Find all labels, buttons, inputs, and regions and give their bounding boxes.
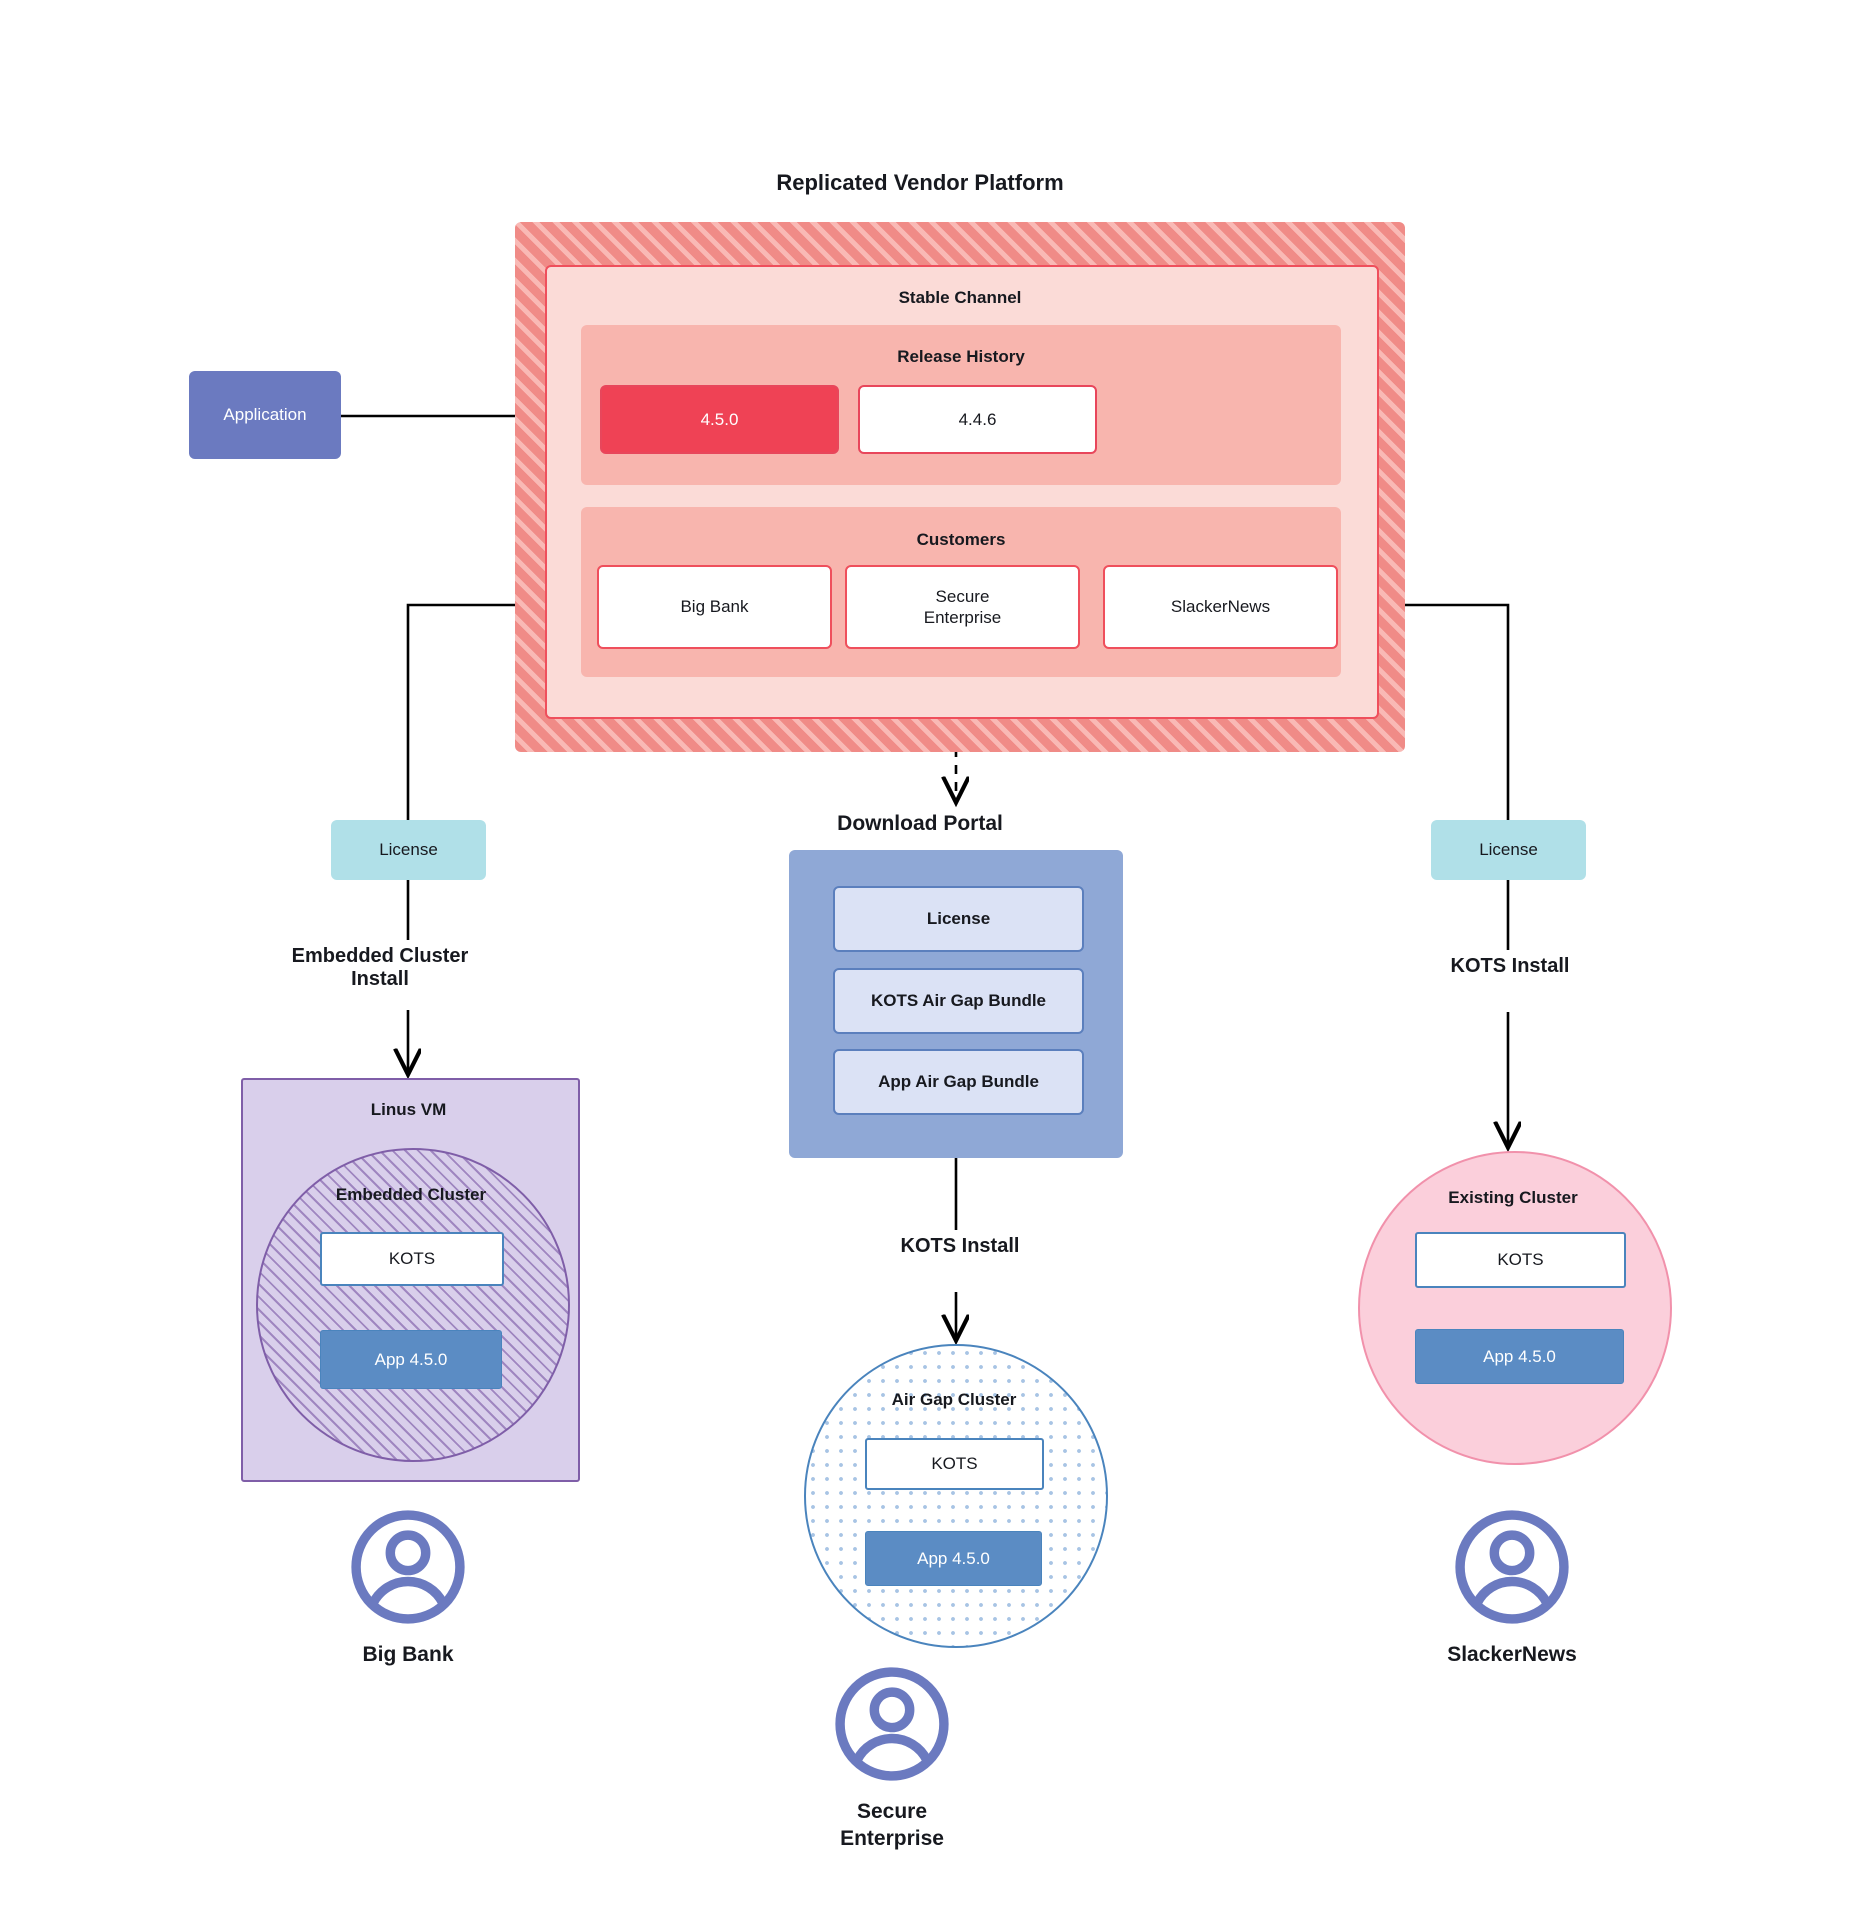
existing-cluster-kots-node[interactable]: KOTS [1415, 1232, 1626, 1288]
user-avatar-icon [835, 1667, 949, 1781]
air-gap-cluster-app-node[interactable]: App 4.5.0 [865, 1531, 1042, 1586]
embedded-cluster-kots-node[interactable]: KOTS [320, 1232, 504, 1286]
edge-label-kots-install-middle: KOTS Install [900, 1235, 1020, 1257]
portal-item-license[interactable]: License [833, 886, 1084, 952]
release-history-title: Release History [897, 347, 1025, 366]
persona-label: SlackerNews [1447, 1643, 1577, 1666]
customers-title: Customers [916, 530, 1006, 549]
customer-chip-slackernews[interactable]: SlackerNews [1103, 565, 1338, 649]
platform-title: Replicated Vendor Platform [776, 170, 1064, 195]
download-portal-title: Download Portal [837, 812, 1003, 835]
linus-vm-title: Linus VM [370, 1100, 447, 1119]
release-chip-previous[interactable]: 4.4.6 [858, 385, 1097, 454]
air-gap-cluster-circle [804, 1344, 1108, 1648]
application-node[interactable]: Application [189, 371, 341, 459]
embedded-cluster-title: Embedded Cluster [335, 1185, 487, 1204]
user-avatar-icon [351, 1510, 465, 1624]
license-node-right[interactable]: License [1431, 820, 1586, 880]
existing-cluster-title: Existing Cluster [1448, 1188, 1578, 1207]
license-node-left[interactable]: License [331, 820, 486, 880]
air-gap-cluster-title: Air Gap Cluster [891, 1390, 1017, 1409]
persona-label: Big Bank [362, 1643, 454, 1666]
user-avatar-icon [1455, 1510, 1569, 1624]
portal-item-kots-air-gap-bundle[interactable]: KOTS Air Gap Bundle [833, 968, 1084, 1034]
existing-cluster-circle [1358, 1151, 1672, 1465]
stable-channel-title: Stable Channel [898, 288, 1022, 307]
edge-label-kots-install-right: KOTS Install [1450, 955, 1570, 977]
release-chip-current[interactable]: 4.5.0 [600, 385, 839, 454]
embedded-cluster-circle [256, 1148, 570, 1462]
air-gap-cluster-kots-node[interactable]: KOTS [865, 1438, 1044, 1490]
customer-chip-big-bank[interactable]: Big Bank [597, 565, 832, 649]
embedded-cluster-app-node[interactable]: App 4.5.0 [320, 1330, 502, 1389]
existing-cluster-app-node[interactable]: App 4.5.0 [1415, 1329, 1624, 1384]
persona-slackernews: SlackerNews [1392, 1508, 1632, 1668]
persona-big-bank: Big Bank [288, 1508, 528, 1668]
portal-item-app-air-gap-bundle[interactable]: App Air Gap Bundle [833, 1049, 1084, 1115]
